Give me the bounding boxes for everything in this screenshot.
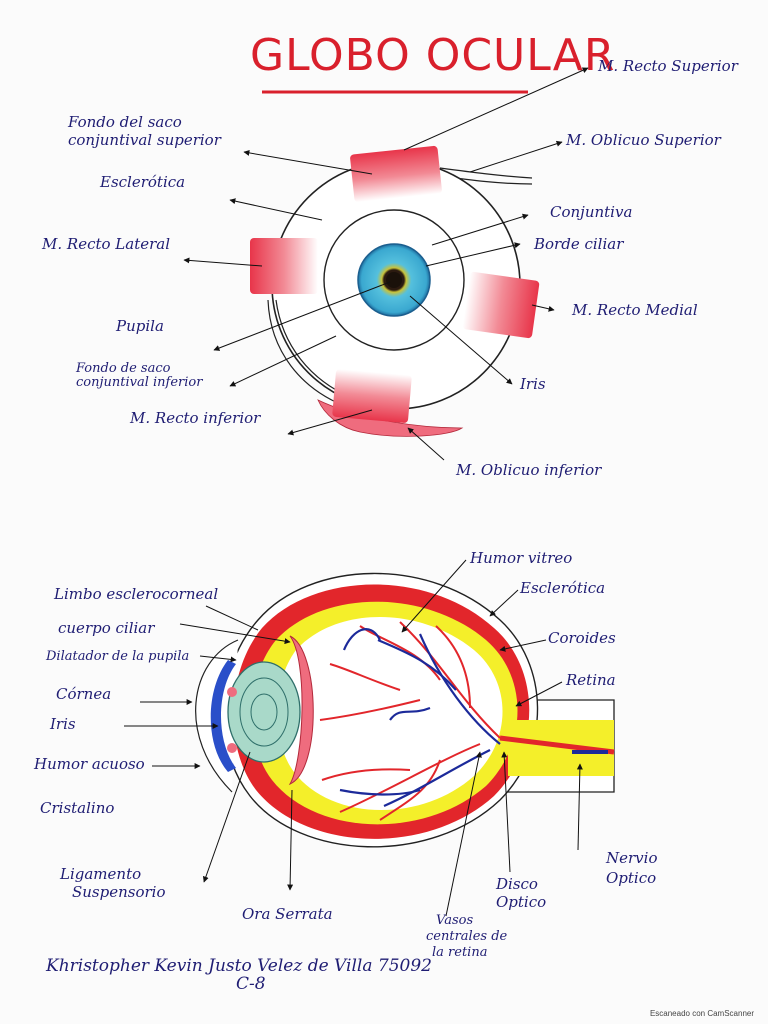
label-vasos-line1: Vasos [436,913,474,928]
label-iris-1: Iris [520,375,546,393]
label-esclerotica-1: Esclerótica [100,173,186,191]
label-limbo: Limbo esclerocorneal [54,585,219,603]
iris-section [210,660,236,772]
ciliary-body [288,635,314,786]
label-recto-inferior: M. Recto inferior [130,409,261,427]
label-ora-serrata: Ora Serrata [242,905,333,923]
superior-rectus-muscle [350,145,442,203]
label-vasos-line2: centrales de [426,929,508,944]
label-fondo-inferior-line2: conjuntival inferior [76,375,203,390]
pupil [386,272,402,288]
label-humor-acuoso: Humor acuoso [34,755,145,773]
retinal-arteries [319,621,501,821]
label-cristalino: Cristalino [40,799,115,817]
label-vasos-line3: la retina [432,945,488,960]
label-borde-ciliar: Borde ciliar [534,235,624,253]
medial-rectus-muscle [462,271,540,339]
label-disco-line2: Optico [496,893,547,911]
anterior-eye-diagram [250,145,540,437]
label-ligamento-line1: Ligamento [60,865,142,883]
label-cornea: Córnea [56,685,112,703]
label-nervio-line1: Nervio [606,849,658,867]
author-section: C-8 [236,974,266,994]
label-pupila: Pupila [116,317,164,335]
label-retina: Retina [566,671,616,689]
label-recto-superior: M. Recto Superior [598,57,738,75]
label-conjuntiva: Conjuntiva [550,203,633,221]
scanner-watermark: Escaneado con CamScanner [649,1009,754,1018]
label-dilatador: Dilatador de la pupila [46,649,190,664]
inferior-rectus-muscle [332,369,412,423]
label-oblicuo-inferior: M. Oblicuo inferior [456,461,602,479]
label-humor-vitreo: Humor vitreo [470,549,573,567]
label-recto-lateral: M. Recto Lateral [42,235,171,253]
label-fondo-inferior-line1: Fondo de saco [76,361,171,376]
sagittal-pointer-lines [124,559,583,917]
sagittal-eye-diagram [195,572,615,848]
author-signature: Khristopher Kevin Justo Velez de Villa 7… [46,956,432,976]
lateral-rectus-muscle [250,238,318,294]
label-ligamento-line2: Suspensorio [72,883,166,901]
label-cuerpo-ciliar: cuerpo ciliar [58,619,155,637]
label-iris-2: Iris [50,715,76,733]
crystalline-lens [227,661,301,763]
label-oblicuo-superior: M. Oblicuo Superior [566,131,721,149]
label-recto-medial: M. Recto Medial [572,301,698,319]
label-disco-line1: Disco [496,875,538,893]
anterior-pointer-lines [183,67,589,461]
label-esclerotica-2: Esclerótica [520,579,606,597]
label-nervio-line2: Optico [606,869,657,887]
label-fondo-superior-line1: Fondo del saco [68,113,182,131]
label-fondo-superior-line2: conjuntival superior [68,131,221,149]
label-coroides: Coroides [548,629,616,647]
